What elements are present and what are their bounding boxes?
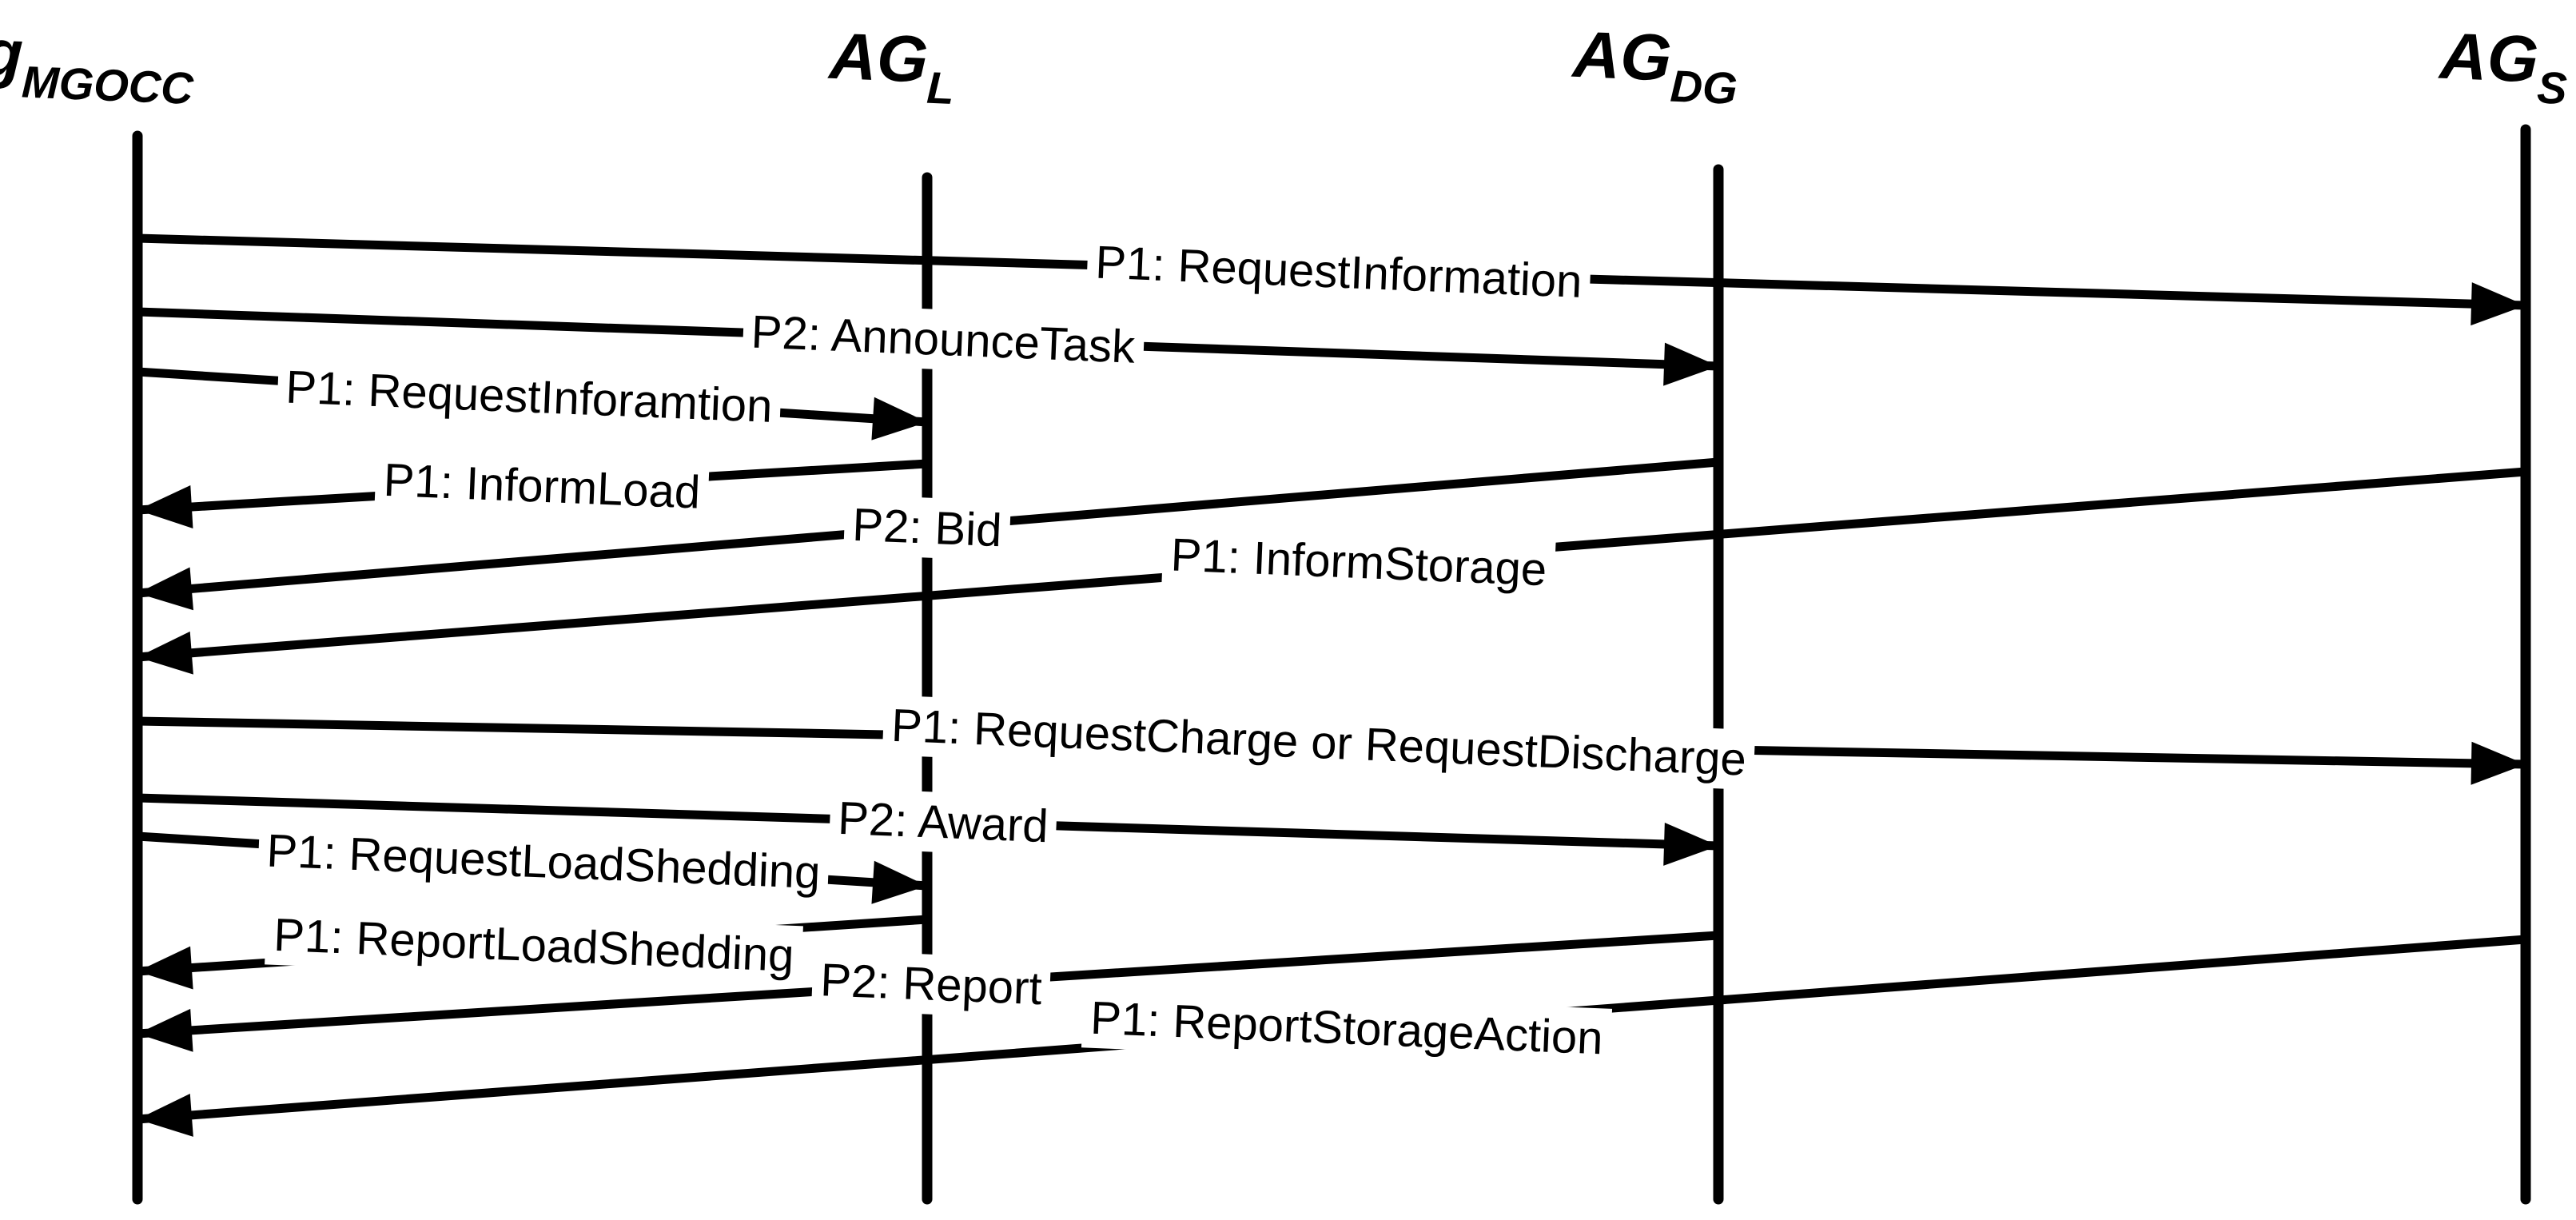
arrowhead-p1-requestinforamtion xyxy=(871,397,927,441)
label-background xyxy=(742,301,1145,378)
arrowhead-p2-award xyxy=(1663,822,1718,866)
label-background xyxy=(1161,524,1556,600)
label-background xyxy=(810,949,1052,1019)
message-label-p1-requestinforamtion: P1: RequestInforamtion xyxy=(285,361,773,433)
label-background xyxy=(882,695,1756,791)
arrowhead-p1-informload xyxy=(137,485,193,528)
message-label-p1-requestloadshedding: P1: RequestLoadShedding xyxy=(265,824,821,899)
arrowhead-p1-requestloadshedding xyxy=(871,860,927,904)
arrowhead-p2-report xyxy=(137,1008,193,1052)
actor-label-ag-mgocc: AgMGOCC xyxy=(0,14,197,114)
arrowhead-p1-requestcharge-or-requestdischarge xyxy=(2470,741,2526,785)
message-label-p1-requestinformation: P1: RequestInformation xyxy=(1094,237,1583,308)
label-knockout-layer xyxy=(257,232,1756,1069)
arrowhead-p2-bid xyxy=(137,567,193,611)
actor-subscript-ag-mgocc: MGOCC xyxy=(21,56,196,114)
label-background xyxy=(257,820,830,903)
actor-subscript-ag-dg: DG xyxy=(1670,61,1738,114)
label-background xyxy=(277,357,782,437)
message-label-p1-informload: P1: InformLoad xyxy=(383,454,702,519)
label-background xyxy=(374,449,710,524)
actor-name-ag-dg: AG xyxy=(1570,18,1673,95)
label-background xyxy=(1086,232,1591,313)
label-background xyxy=(1081,987,1613,1069)
label-background xyxy=(828,787,1058,857)
message-label-p1-reportloadshedding: P1: ReportLoadShedding xyxy=(273,909,794,982)
message-label-p2-report: P2: Report xyxy=(819,954,1043,1015)
message-label-p2-award: P2: Award xyxy=(837,792,1049,853)
message-label-p1-reportstorageaction: P1: ReportStorageAction xyxy=(1089,992,1604,1065)
arrowhead-p1-requestinformation xyxy=(2470,282,2526,326)
actor-name-ag-mgocc: Ag xyxy=(0,14,24,90)
arrowhead-p2-announcetask xyxy=(1663,342,1718,386)
actor-name-ag-l: AG xyxy=(826,20,930,97)
actor-label-ag-s: AGS xyxy=(2436,20,2570,114)
arrowhead-p1-informstorage xyxy=(137,631,193,675)
actor-label-ag-l: AGL xyxy=(826,20,957,114)
actor-subscript-ag-l: L xyxy=(926,62,955,114)
label-background xyxy=(843,494,1011,561)
actor-name-ag-s: AG xyxy=(2437,20,2540,97)
label-background xyxy=(265,904,803,987)
actor-subscript-ag-s: S xyxy=(2536,62,2568,114)
actor-label-ag-dg: AGDG xyxy=(1570,18,1740,114)
message-label-p1-requestcharge-or-requestdischarge: P1: RequestCharge or RequestDischarge xyxy=(890,700,1747,786)
arrowhead-p1-reportloadshedding xyxy=(137,946,193,990)
message-label-p2-bid: P2: Bid xyxy=(851,499,1002,556)
arrowheads-layer xyxy=(137,282,2526,1137)
arrowhead-p1-reportstorageaction xyxy=(137,1093,193,1137)
